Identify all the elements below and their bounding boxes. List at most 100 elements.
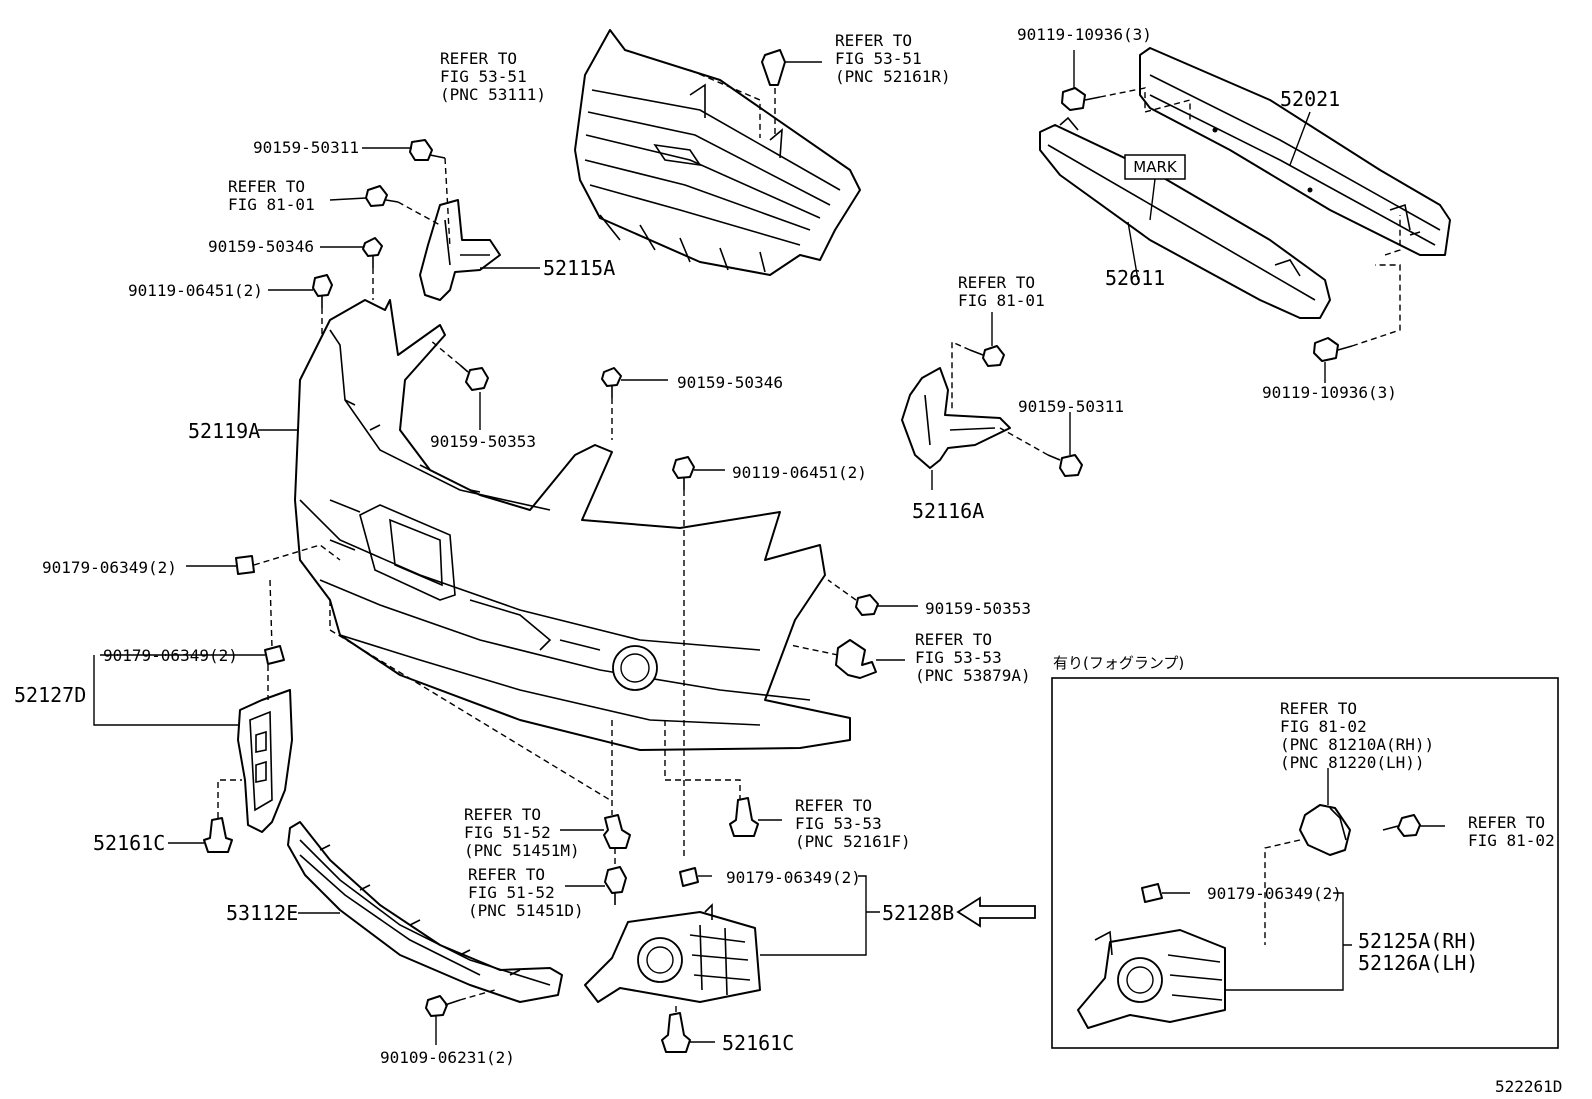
part-label-line: 90179-06349(2) <box>42 558 177 577</box>
part-label-line: 52161C <box>93 831 165 855</box>
part-label-p-90159-50346-l: 90159-50346 <box>208 237 314 256</box>
part-label-line: FIG 51-52 <box>468 883 555 902</box>
bracket-53879a-part <box>835 639 905 679</box>
part-label-p-52127D: 52127D <box>14 683 86 707</box>
part-label-p-90119-06451-l: 90119-06451(2) <box>128 281 263 300</box>
part-label-line: FIG 53-51 <box>835 49 922 68</box>
part-label-line: 90159-50346 <box>208 237 314 256</box>
part-label-line: 90159-50311 <box>1018 397 1124 416</box>
bolt-90109-06231 <box>425 995 461 1045</box>
part-label-line: FIG 81-02 <box>1280 717 1367 736</box>
bolt-90159-50311-right <box>1047 412 1083 477</box>
bolt-90119-10936-bottom <box>1313 337 1353 383</box>
part-label-line: 90159-50353 <box>430 432 536 451</box>
part-label-line: (PNC 52161F) <box>795 832 911 851</box>
bumper-cover-52119a-part <box>258 299 851 751</box>
fog-lamp-inset-frame <box>1051 677 1559 1049</box>
part-label-p-90159-50346-c: 90159-50346 <box>677 373 783 392</box>
part-label-p-90119-10936-bot: 90119-10936(3) <box>1262 383 1397 402</box>
clip-52161c-bottom <box>661 1012 715 1053</box>
absorber-52611-part <box>1039 116 1331 319</box>
diagram-id: 522261D <box>1495 1077 1562 1096</box>
part-label-line: FIG 81-01 <box>958 291 1045 310</box>
upper-grille-part <box>574 29 861 276</box>
part-label-p-52161C-b: 52161C <box>722 1031 794 1055</box>
part-label-p-90179-06349-b: 90179-06349(2) <box>103 646 238 665</box>
part-label-line: (PNC 53111) <box>440 85 546 104</box>
part-label-line: REFER TO <box>835 31 912 50</box>
clip-90179-06349-d <box>1141 883 1190 903</box>
retainer-52127d-part <box>237 689 293 833</box>
fastener-51451m <box>560 814 631 849</box>
part-label-line: 52115A <box>543 256 615 280</box>
part-label-line: (PNC 81220(LH)) <box>1280 753 1425 772</box>
part-label-p-90109-06231: 90109-06231(2) <box>380 1048 515 1067</box>
part-label-line: 52127D <box>14 683 86 707</box>
fog-cover-52125a-part <box>1077 929 1226 1029</box>
part-label-line: FIG 53-53 <box>915 648 1002 667</box>
part-label-line: (PNC 53879A) <box>915 666 1031 685</box>
lower-cover-52128b-part <box>584 903 761 1003</box>
part-label-p-90159-50353-r: 90159-50353 <box>925 599 1031 618</box>
part-label-p-90119-06451-c: 90119-06451(2) <box>732 463 867 482</box>
part-label-line: REFER TO <box>915 630 992 649</box>
part-label-line: REFER TO <box>464 805 541 824</box>
part-label-p-90179-06349-c: 90179-06349(2) <box>726 868 861 887</box>
part-label-line: REFER TO <box>468 865 545 884</box>
part-label-p-90119-10936-top: 90119-10936(3) <box>1017 25 1152 44</box>
part-label-p-52161C-l: 52161C <box>93 831 165 855</box>
part-label-line: FIG 53-53 <box>795 814 882 833</box>
part-label-line: FIG 53-51 <box>440 67 527 86</box>
clip-52161r-part <box>761 49 822 86</box>
bolt-81-02 <box>1382 814 1445 837</box>
part-label-p-90179-06349-a: 90179-06349(2) <box>42 558 177 577</box>
part-label-line: 53112E <box>226 901 298 925</box>
part-label-line: FIG 81-01 <box>228 195 315 214</box>
part-label-p-52021: 52021 <box>1280 87 1340 111</box>
part-label-p-52128B: 52128B <box>882 901 954 925</box>
part-label-line: REFER TO <box>1468 813 1545 832</box>
part-label-line: REFER TO <box>958 273 1035 292</box>
part-label-line: 90119-06451(2) <box>128 281 263 300</box>
part-label-line: 52126A(LH) <box>1358 951 1478 975</box>
part-label-p-53112E: 53112E <box>226 901 298 925</box>
bolt-90159-50346-center <box>601 367 668 398</box>
part-label-line: 90119-10936(3) <box>1017 25 1152 44</box>
part-label-line: FIG 81-02 <box>1468 831 1555 850</box>
bolt-90159-50346-left <box>320 237 383 268</box>
part-label-line: 52611 <box>1105 266 1165 290</box>
bolt-90159-50311-left <box>362 139 446 161</box>
bolt-81-01-right <box>969 312 1005 367</box>
part-label-line: (PNC 51451M) <box>464 841 580 860</box>
part-label-line: REFER TO <box>440 49 517 68</box>
part-label-line: 90119-06451(2) <box>732 463 867 482</box>
part-label-line: (PNC 81210A(RH)) <box>1280 735 1434 754</box>
part-label-line: 90179-06349(2) <box>726 868 861 887</box>
part-label-line: 52119A <box>188 419 260 443</box>
fog-lamp-caption: 有り(フォグランプ) <box>1053 654 1184 672</box>
part-label-line: 52161C <box>722 1031 794 1055</box>
fastener-51451d <box>565 866 627 905</box>
part-label-line: FIG 51-52 <box>464 823 551 842</box>
lower-grille-53112e-part <box>287 821 563 1003</box>
bolt-90119-06451-left <box>268 274 333 308</box>
part-label-line: 52116A <box>912 499 984 523</box>
part-label-line: 90109-06231(2) <box>380 1048 515 1067</box>
part-label-line: REFER TO <box>1280 699 1357 718</box>
part-label-p-52125A: 52125A(RH)52126A(LH) <box>1358 929 1478 975</box>
part-label-p-90179-06349-d: 90179-06349(2) <box>1207 884 1342 903</box>
mark-label: MARK <box>1133 158 1178 176</box>
part-label-line: 52021 <box>1280 87 1340 111</box>
clip-90179-06349-c <box>679 867 712 887</box>
part-label-line: REFER TO <box>228 177 305 196</box>
